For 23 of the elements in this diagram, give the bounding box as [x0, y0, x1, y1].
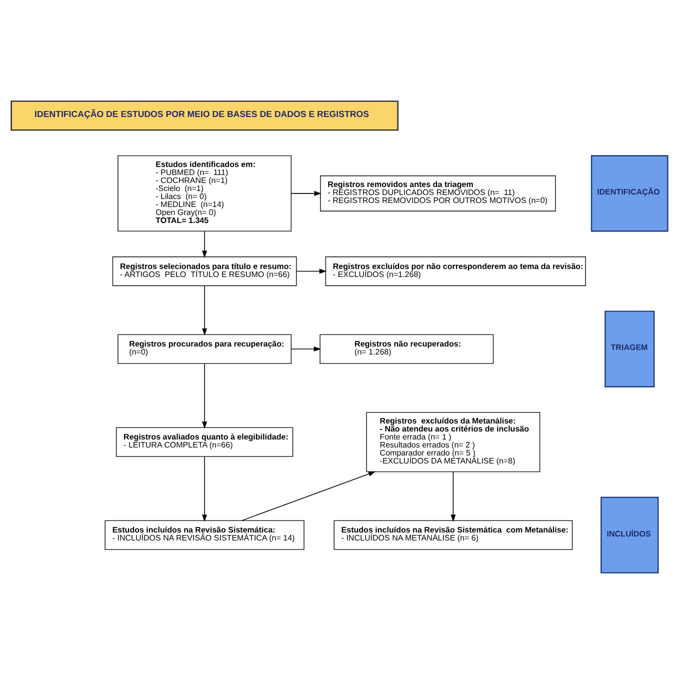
- arrow: [202, 456, 208, 522]
- node-box: Estudos incluídos na Revisão Sistemática com Metanálise: - INCLUÍDOS NA METANÁLISE (n= 6): [334, 520, 573, 550]
- arrow: [202, 285, 208, 336]
- node-box: IDENTIFICAÇÃO: [590, 154, 668, 232]
- node-box: Registros avaliados quanto à elegibilidade: - LEITURA COMPLETA (n=66): [116, 426, 294, 456]
- node-box: INCLUÍDOS: [600, 496, 659, 573]
- arrow: [291, 346, 322, 352]
- arrow: [450, 470, 456, 522]
- node-box: Registros removidos antes da triagem - REGISTROS DUPLICADOS REMOVIDOS (n= 11) - REGISTROS REMOVIDOS POR OUTROS MOTIVOS (n=0): [320, 174, 556, 211]
- node-box: Registros selecionados para título e resumo: - ARTIGOS PELO TÍTULO E RESUMO (n=66): [112, 256, 297, 286]
- arrow: [241, 470, 376, 520]
- arrow: [202, 230, 208, 258]
- arrow: [290, 190, 322, 196]
- node-box: IDENTIFICAÇÃO DE ESTUDOS POR MEIO DE BASES DE DADOS E REGISTROS: [10, 100, 398, 130]
- node-box: Estudos incluídos na Revisão Sistemática: - INCLUÍDOS NA REVISÃO SISTEMÁTICA (n= 14): [104, 520, 304, 550]
- node-box: Registros excluídos da Metanálise: - Não atendeu aos critérios de inclusão Fonte errada (n= 1 ) Resultados errados (n= 2 ) Comparador errado (n= 5 ) -EXCLUÍDOS DA METANÁLISE (n=8): [366, 412, 540, 472]
- node-box: Registros excluídos por não corresponderem ao tema da revisão: - EXCLUÍDOS (n=1.268): [325, 256, 586, 286]
- node-box: TRIAGEM: [604, 310, 655, 387]
- node-box: Estudos identificados em: - PUBMED (n= 111) - COCHRANE (n=1) -Scielo (n=1) - Lilacs (n= 0) - MEDLINE (n=14) Open Gray(n= 0) TOTAL= 1.345: [118, 154, 292, 232]
- node-box: Registros não recuperados: (n= 1.268): [320, 334, 494, 364]
- arrow: [296, 268, 327, 274]
- node-box: Registros procurados para recuperação: (n=0): [118, 334, 292, 364]
- arrow: [202, 362, 208, 428]
